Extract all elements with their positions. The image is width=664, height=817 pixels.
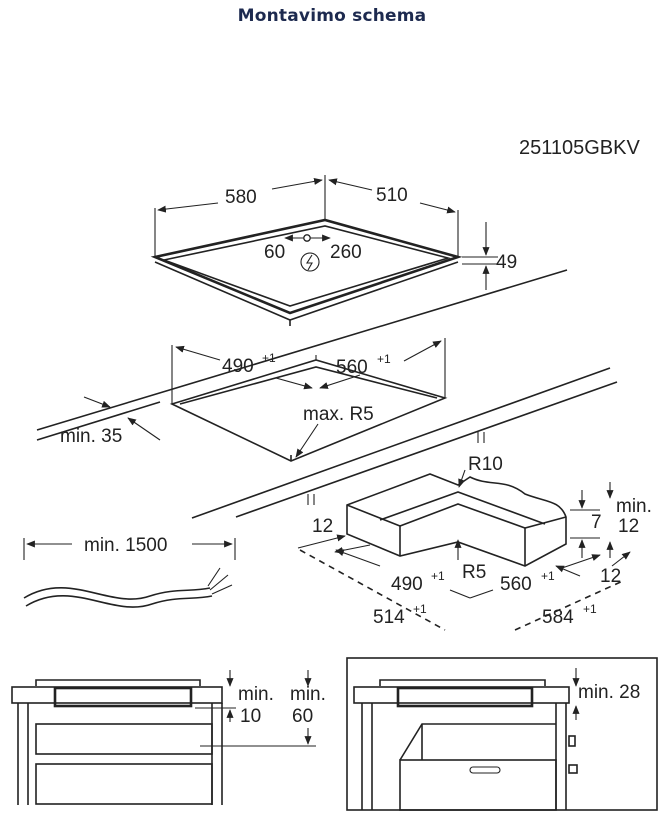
frame-outer-width-sup: +1 bbox=[413, 602, 427, 616]
frame-outer-depth-sup: +1 bbox=[583, 602, 597, 616]
frame-edge-left-label: 12 bbox=[312, 516, 333, 537]
section-a-drawing: min. 10 min. 60 bbox=[11, 670, 326, 805]
section-a-min2-label: min. bbox=[290, 684, 326, 705]
drawing-code: 251105GBKV bbox=[519, 137, 640, 159]
cutout-width-label: 490 bbox=[222, 356, 254, 377]
frame-height-label: 7 bbox=[591, 512, 602, 533]
worktop-edge bbox=[36, 269, 568, 431]
frame-outline bbox=[346, 473, 567, 567]
frame-inner-width-sup: +1 bbox=[431, 569, 445, 583]
cutout-depth-sup: +1 bbox=[377, 352, 391, 366]
hob-width-label: 580 bbox=[225, 187, 257, 208]
section-a-min1-label: min. bbox=[238, 684, 274, 705]
hob-drawing: 580 510 60 260 49 bbox=[150, 175, 517, 326]
hob-depth-label: 510 bbox=[376, 185, 408, 206]
page-title: Montavimo schema bbox=[237, 6, 427, 26]
section-a-min1-value: 10 bbox=[240, 706, 261, 727]
section-b-min-label: min. 28 bbox=[578, 682, 640, 703]
worktop-cutout-drawing: 490 +1 560 +1 max. R5 min. 35 bbox=[36, 269, 618, 519]
cutout-radius-label: max. R5 bbox=[303, 404, 374, 425]
frame-inner-width-label: 490 bbox=[391, 574, 423, 595]
frame-outer-width-label: 514 bbox=[373, 607, 405, 628]
conn-left-label: 60 bbox=[264, 242, 285, 263]
lightning-icon bbox=[306, 254, 313, 271]
hob-height-label: 49 bbox=[496, 252, 517, 273]
frame-radius-inner-label: R5 bbox=[462, 562, 486, 583]
cutout-width-sup: +1 bbox=[262, 351, 276, 365]
section-a-min2-value: 60 bbox=[292, 706, 313, 727]
cutout-front-min-label: min. 35 bbox=[60, 426, 122, 447]
power-connection-icon bbox=[300, 252, 320, 272]
frame-inner-depth-sup: +1 bbox=[541, 569, 555, 583]
cutout-depth-label: 560 bbox=[336, 357, 368, 378]
cable-length-label: min. 1500 bbox=[84, 535, 167, 556]
frame-drawing: R10 R5 12 7 min. 12 12 490 +1 560 +1 bbox=[297, 454, 652, 631]
frame-min-value: 12 bbox=[618, 516, 639, 537]
frame-edge-right-label: 12 bbox=[600, 566, 621, 587]
cable-drawing: min. 1500 bbox=[23, 535, 236, 608]
frame-inner-depth-label: 560 bbox=[500, 574, 532, 595]
section-b-drawing: min. 28 bbox=[346, 657, 658, 811]
hob-top-plate bbox=[150, 218, 463, 315]
hob-plate-inner bbox=[161, 225, 451, 307]
frame-outer-depth-label: 584 bbox=[542, 607, 574, 628]
conn-right-label: 260 bbox=[330, 242, 362, 263]
frame-radius-top-label: R10 bbox=[468, 454, 503, 475]
cable-line bbox=[23, 587, 211, 600]
frame-min-label: min. bbox=[616, 496, 652, 517]
